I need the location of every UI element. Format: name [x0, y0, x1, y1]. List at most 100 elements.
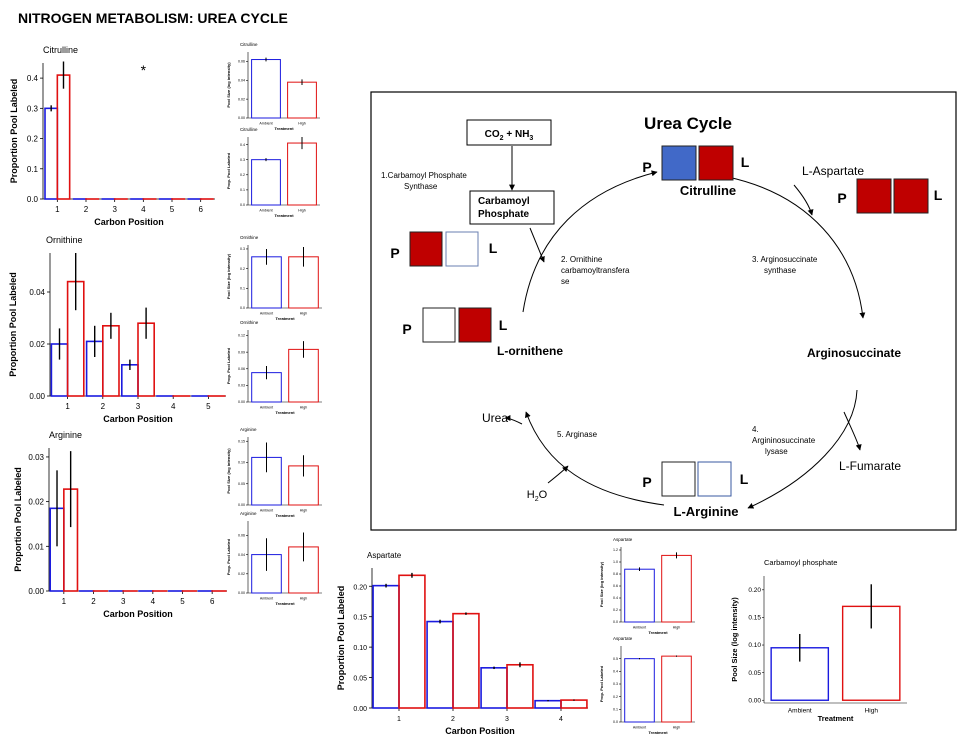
y-axis-label: Proportion Pool Labeled — [9, 79, 19, 184]
y-tick-label: 0.06 — [238, 367, 245, 371]
y-tick-label: 0.00 — [238, 591, 245, 595]
x-tick-label: 3 — [112, 205, 117, 214]
y-tick-label: 1.0 — [613, 560, 618, 564]
co2-nh3-box — [466, 119, 552, 146]
x-tick-label: Ambient — [260, 312, 273, 316]
node-arginine: L-Arginine — [674, 504, 739, 519]
diagram-title: Urea Cycle — [644, 114, 732, 133]
x-tick-label: 1 — [65, 402, 70, 411]
y-tick-label: 0.03 — [238, 384, 245, 388]
y-axis-label: Proportion Pool Labeled — [336, 586, 346, 691]
y-tick-label: 0.3 — [240, 247, 245, 251]
y-tick-label: 0.04 — [238, 553, 245, 557]
bar-ambient — [251, 159, 281, 206]
enzyme-label: Synthase — [404, 182, 438, 191]
y-tick-label: 0.2 — [27, 135, 39, 144]
x-axis-label: Treatment — [274, 213, 294, 218]
x-axis-label: Treatment — [275, 410, 295, 415]
arrow-to-urea — [504, 415, 523, 425]
ornithine-l-box — [458, 307, 492, 343]
y-tick-label: 0.0 — [240, 203, 245, 207]
y-tick-label: 0.10 — [238, 461, 245, 465]
x-tick-label: 5 — [180, 597, 185, 606]
x-tick-label: Ambient — [260, 509, 273, 513]
y-axis-label: Pool Size (log intensity) — [226, 448, 231, 494]
chart-title: Arginine — [240, 511, 257, 516]
bar-ambient — [534, 699, 562, 709]
arrow-arginine-to-ornithine — [525, 411, 665, 506]
arrow-aspartate-in — [793, 184, 814, 216]
carbamoyl-box — [469, 190, 555, 225]
y-axis-label: Proportion Pool Labeled — [8, 272, 18, 377]
x-tick-label: 4 — [151, 597, 156, 606]
node-urea: Urea — [482, 411, 508, 425]
y-tick-label: 0.05 — [748, 670, 761, 677]
y-tick-label: 0.02 — [238, 97, 245, 101]
y-tick-label: 0.00 — [238, 116, 245, 120]
y-axis-label: Pool Size (log intensity) — [226, 62, 231, 108]
carbamoyl-phosphate-p-label: P — [390, 245, 399, 261]
y-axis-label: Proportion Pool Labeled — [13, 467, 23, 572]
enzyme-label: 5. Arginase — [557, 430, 598, 439]
y-tick-label: 0.2 — [613, 608, 618, 612]
y-axis-label: Prop. Pool Labeled — [226, 538, 231, 575]
carbamoyl-phosphate-p-box — [409, 231, 443, 267]
y-tick-label: 0.3 — [613, 682, 618, 686]
chart-title: Aspartate — [613, 537, 633, 542]
x-axis-label: Carbon Position — [103, 609, 173, 619]
y-tick-label: 0.1 — [27, 165, 39, 174]
bar-high — [452, 612, 480, 709]
y-tick-label: 0.6 — [613, 584, 618, 588]
enzyme-label: lysase — [765, 447, 788, 456]
y-tick-label: 0.00 — [748, 697, 761, 704]
x-axis-label: Carbon Position — [103, 414, 173, 424]
arrow-water-in — [547, 465, 569, 484]
y-tick-label: 0.20 — [353, 584, 367, 591]
y-tick-label: 0.00 — [238, 503, 245, 507]
chart-title: Aspartate — [613, 636, 633, 641]
x-tick-label: 6 — [198, 205, 203, 214]
enzyme-label: 2. Ornithine — [561, 255, 603, 264]
chart-carbamoyl_pool: Carbamoyl phosphate0.000.050.100.150.20A… — [730, 558, 907, 723]
y-tick-label: 0.3 — [240, 158, 245, 162]
y-tick-label: 0.09 — [238, 350, 245, 354]
y-tick-label: 0.4 — [613, 670, 618, 674]
x-tick-label: High — [300, 406, 307, 410]
x-tick-label: 2 — [451, 716, 455, 723]
y-tick-label: 0.4 — [240, 143, 245, 147]
x-axis-label: Carbon Position — [445, 726, 515, 736]
aspartate-l-box — [893, 178, 929, 214]
y-tick-label: 0.4 — [27, 74, 39, 83]
y-axis-label: Pool Size (log intensity) — [599, 561, 604, 607]
enzyme-label: se — [561, 277, 570, 286]
arrow-carbamoyl-in — [529, 227, 545, 263]
chart-title: Carbamoyl phosphate — [764, 558, 837, 567]
arrow-ornithine-to-citrulline — [522, 170, 658, 313]
y-axis-label: Pool Size (log intensity) — [226, 253, 231, 299]
x-tick-label: High — [673, 726, 680, 730]
page-title: NITROGEN METABOLISM: UREA CYCLE — [18, 10, 288, 26]
x-tick-label: 2 — [101, 402, 106, 411]
y-tick-label: 0.20 — [748, 587, 761, 594]
aspartate-p-box — [856, 178, 892, 214]
y-tick-label: 0.4 — [613, 596, 618, 600]
node-fumarate: L-Fumarate — [839, 459, 901, 473]
y-tick-label: 0.10 — [353, 645, 367, 652]
y-tick-label: 0.1 — [613, 708, 618, 712]
y-tick-label: 0.15 — [353, 615, 367, 622]
y-tick-label: 0.3 — [27, 104, 39, 113]
arrow-argsucc-to-arginine — [747, 389, 858, 509]
y-axis-label: Prop. Pool Labeled — [226, 347, 231, 384]
x-tick-label: High — [298, 209, 305, 213]
x-tick-label: 6 — [210, 597, 215, 606]
x-tick-label: High — [300, 597, 307, 601]
